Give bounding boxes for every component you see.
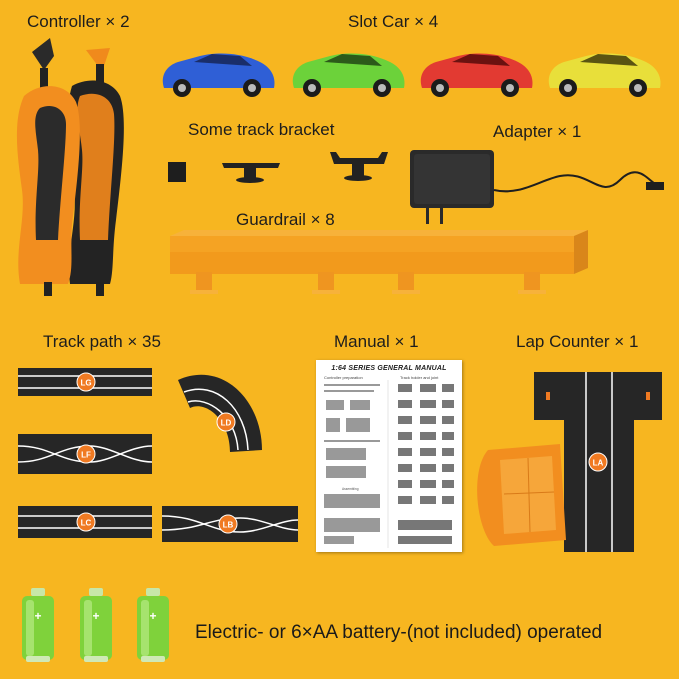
battery-note: Electric- or 6×AA battery-(not included)…	[195, 622, 603, 643]
svg-text:+: +	[92, 609, 99, 623]
track-badge-lc-text: LC	[81, 519, 92, 528]
lap-counter-badge-text: LA	[593, 459, 604, 468]
track-badge-ld: LD	[216, 412, 236, 432]
manual-section-left: Controller preparation	[324, 375, 363, 380]
track-badge-ld-text: LD	[221, 419, 232, 428]
track-path-label: Track path × 35	[43, 332, 161, 351]
track-badge-lf: LF	[76, 444, 96, 464]
guardrail-label: Guardrail × 8	[236, 210, 335, 229]
svg-text:+: +	[149, 609, 156, 623]
bracket-label: Some track bracket	[188, 120, 335, 139]
track-badge-lc: LC	[76, 512, 96, 532]
slot-car-label: Slot Car × 4	[348, 12, 439, 31]
manual-title: 1:64 SERIES GENERAL MANUAL	[331, 365, 447, 372]
manual-page: 1:64 SERIES GENERAL MANUAL Controller pr…	[316, 360, 462, 552]
manual-diagrams	[324, 380, 454, 548]
adapter-label: Adapter × 1	[493, 122, 582, 141]
manual-label: Manual × 1	[334, 332, 419, 351]
controller-label: Controller × 2	[27, 12, 130, 31]
track-badge-lb: LB	[218, 514, 238, 534]
manual-assembling: Assembling	[342, 487, 359, 491]
lap-counter-label: Lap Counter × 1	[516, 332, 639, 351]
lap-counter-badge: LA	[588, 452, 608, 472]
svg-text:+: +	[34, 609, 41, 623]
track-badge-lg: LG	[76, 372, 96, 392]
track-badge-lb-text: LB	[223, 521, 234, 530]
track-badge-lg-text: LG	[80, 379, 91, 388]
manual-section-right: Track holder and joint	[400, 375, 439, 380]
track-badge-lf-text: LF	[81, 451, 91, 460]
